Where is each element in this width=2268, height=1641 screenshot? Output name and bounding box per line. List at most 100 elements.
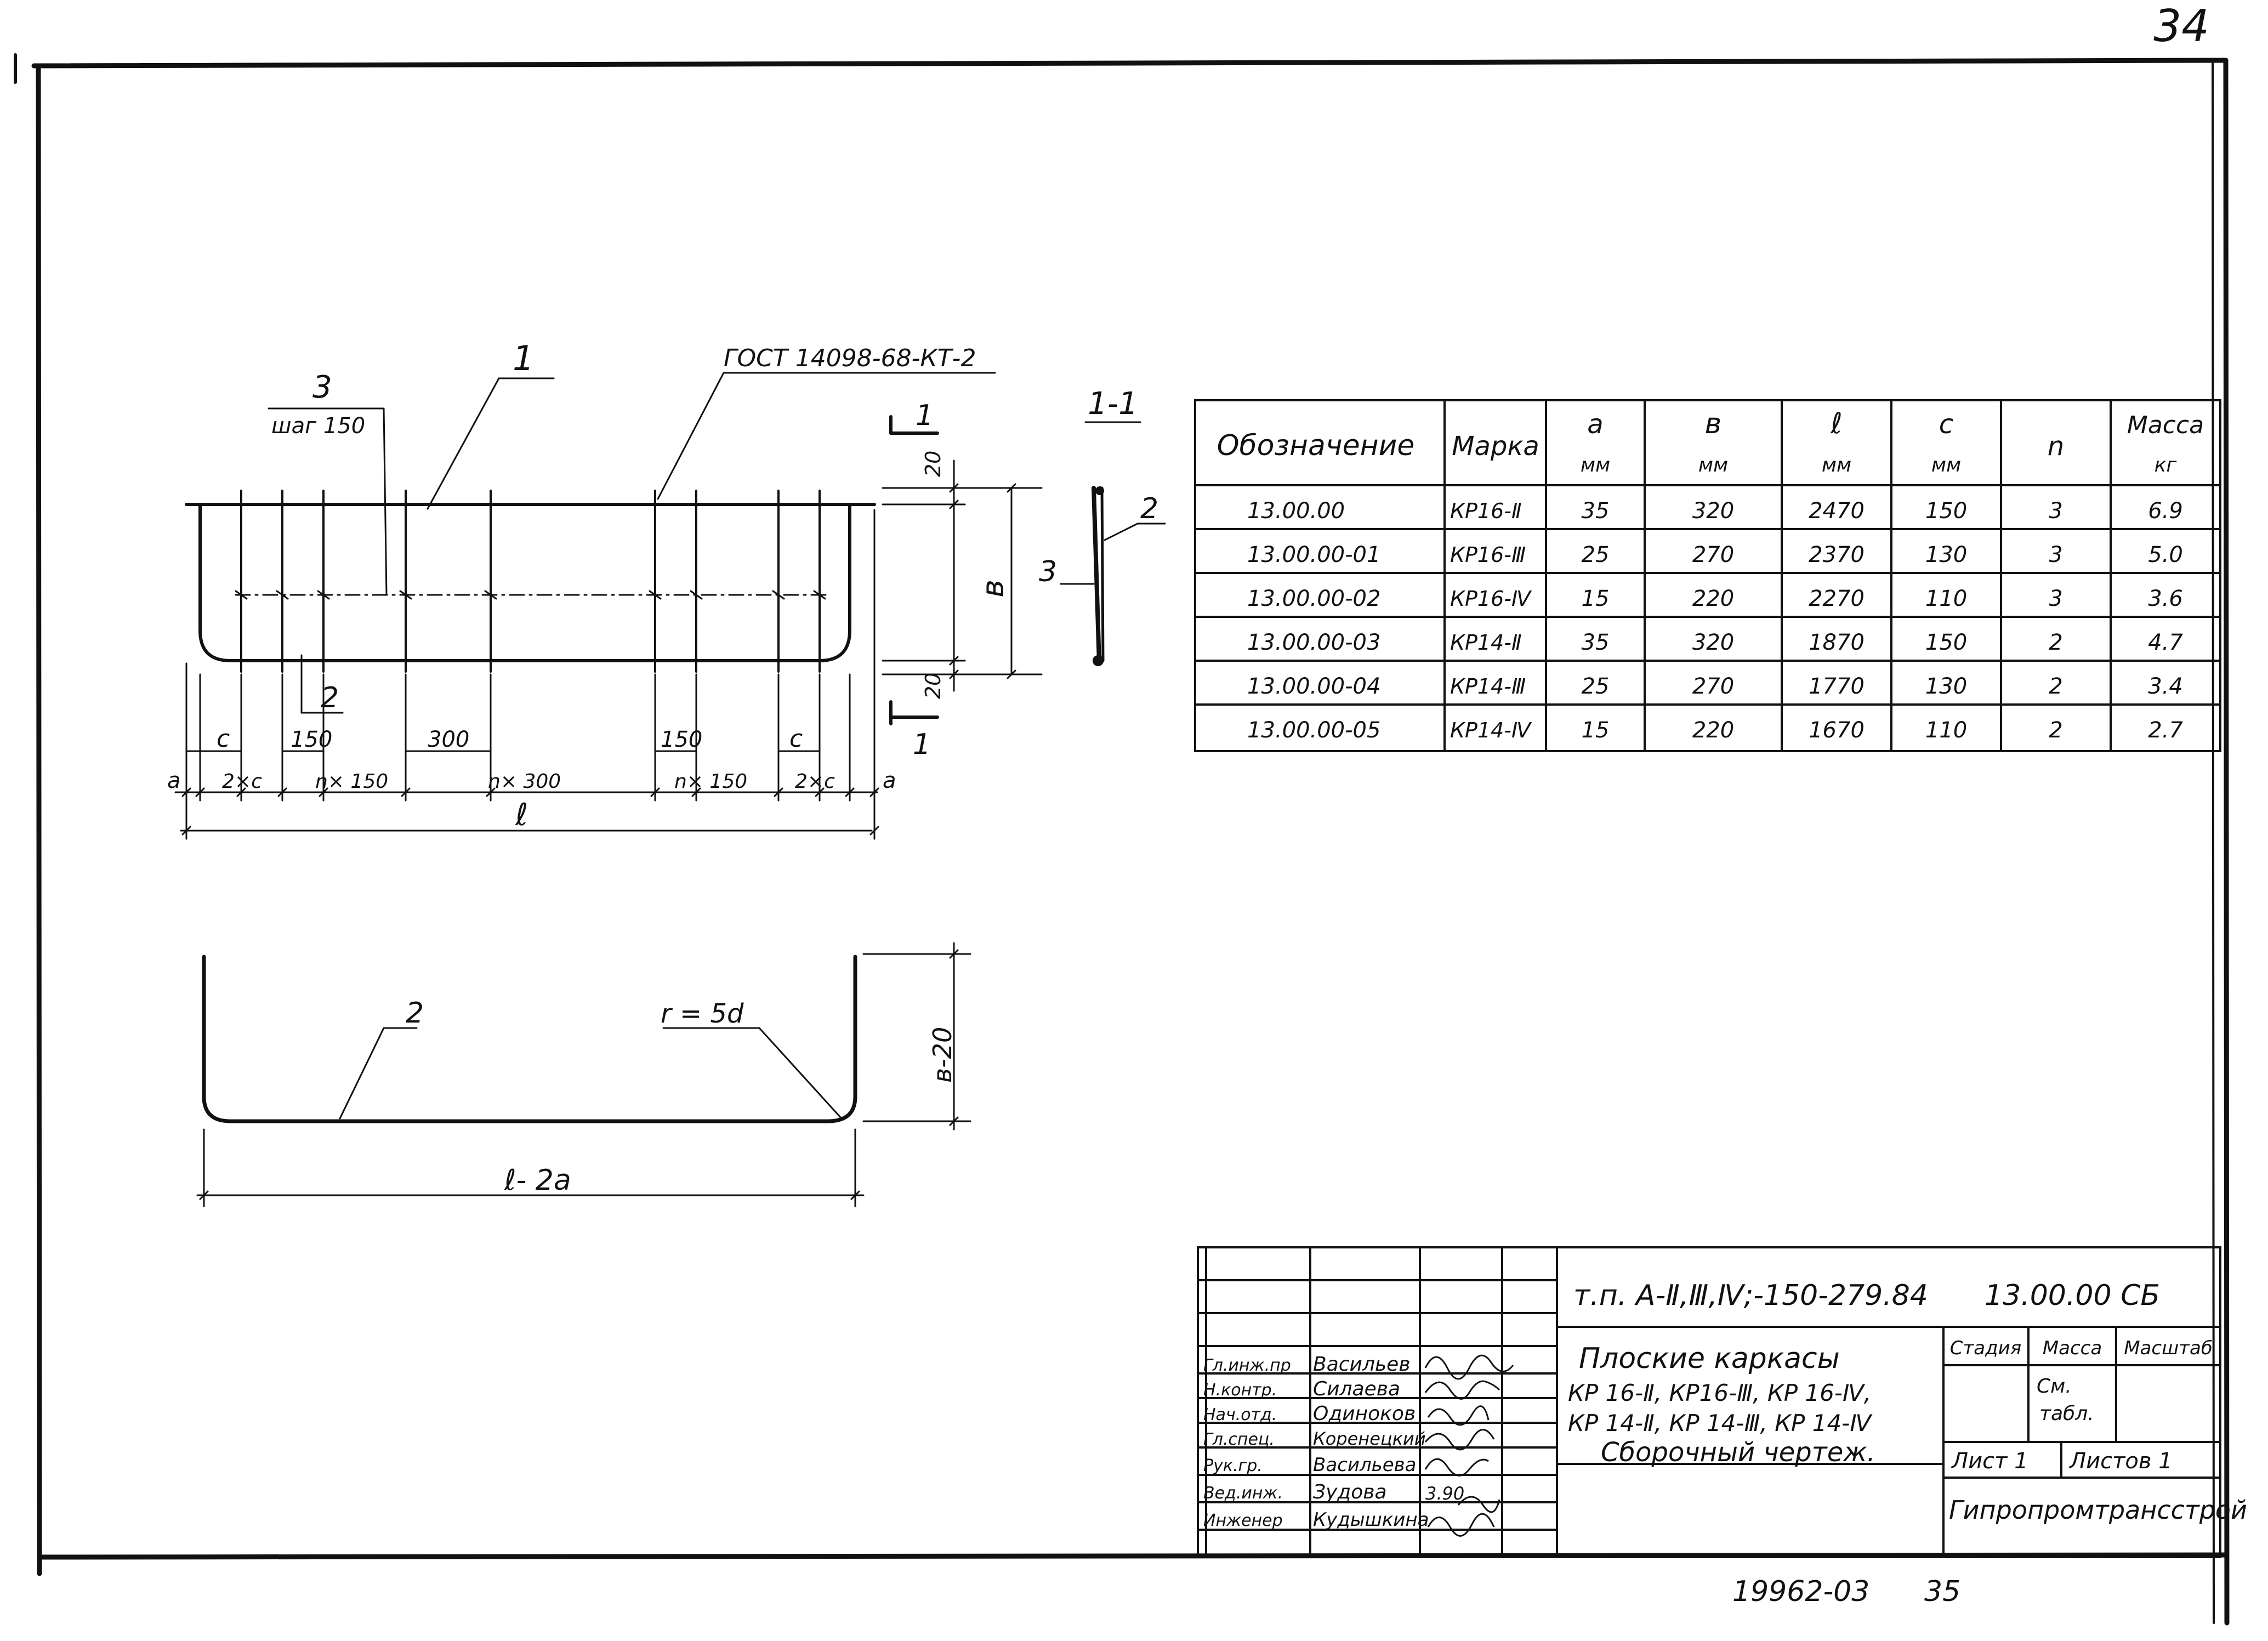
cell-designation: 13.00.00-05 — [1247, 718, 1380, 743]
cell-mark: КР16-Ⅲ — [1450, 543, 1526, 567]
leader-1-label: 1 — [513, 338, 534, 378]
section-mark-top: 1 — [916, 399, 934, 432]
signature-row: Рук.гр. Васильева — [1203, 1454, 1417, 1476]
mass-value-line-1: См. — [2037, 1375, 2072, 1398]
signature-name: Силаева — [1313, 1378, 1400, 1400]
signature-role: Инженер — [1203, 1511, 1283, 1530]
signature-row: Вед.инж. Зудова — [1203, 1481, 1387, 1503]
dim-l-minus-2a: ℓ- 2a — [504, 1164, 571, 1197]
signature-name: Кудышкина — [1313, 1509, 1429, 1531]
title-line-3: КР 14-Ⅱ, КР 14-Ⅲ, КР 14-Ⅳ — [1568, 1410, 1873, 1436]
leader-2-label: 2 — [321, 682, 339, 714]
table-row: 13.00.00-04 КР14-Ⅲ 25 270 1770 130 2 3.4 — [1247, 674, 2183, 699]
title-block-grid — [1197, 1246, 2221, 1558]
signature-row: Гл.инж.пр Васильев — [1203, 1353, 1411, 1376]
handwritten-signatures — [1424, 1354, 1514, 1537]
cell-b: 320 — [1692, 630, 1734, 655]
date-note: 3.90 — [1425, 1483, 1464, 1504]
signature-role: Вед.инж. — [1203, 1484, 1283, 1503]
cell-mass: 6.9 — [2148, 498, 2183, 524]
section-label-2: 2 — [1140, 492, 1158, 525]
signature-role: Гл.спец. — [1203, 1430, 1275, 1449]
cell-n: 3 — [2049, 542, 2062, 567]
cell-c: 110 — [1925, 718, 1967, 743]
header-marka: Марка — [1452, 431, 1539, 462]
header-n: n — [2048, 431, 2064, 462]
cell-mark: КР16-Ⅱ — [1450, 499, 1522, 523]
page-number: 34 — [2153, 1, 2209, 52]
cell-l: 1770 — [1809, 674, 1865, 699]
cell-designation: 13.00.00-04 — [1247, 674, 1380, 699]
signature-role: Гл.инж.пр — [1203, 1356, 1291, 1375]
signature-name: Васильев — [1313, 1353, 1411, 1376]
header-l: ℓ — [1830, 407, 1842, 440]
signature-name: Зудова — [1313, 1481, 1387, 1503]
archive-number: 19962-03 — [1732, 1575, 1869, 1608]
cell-c: 130 — [1925, 674, 1967, 699]
header-mass: Масса — [2127, 411, 2204, 439]
step-note: шаг 150 — [271, 413, 365, 439]
header-b-unit: мм — [1698, 454, 1728, 476]
dim-a-right: a — [883, 768, 896, 793]
dim-b: в — [975, 580, 1011, 598]
cell-b: 220 — [1692, 718, 1734, 743]
cell-c: 150 — [1925, 498, 1967, 524]
header-c: c — [1939, 409, 1953, 440]
header-b: в — [1705, 407, 1722, 440]
cell-n: 3 — [2049, 498, 2062, 524]
dim-2xc-left: 2×c — [222, 770, 262, 793]
cell-a: 35 — [1582, 630, 1610, 655]
dim-nx150-left: n× 150 — [315, 770, 388, 793]
cell-mark: КР14-Ⅲ — [1450, 674, 1526, 699]
dim-nx150-right: n× 150 — [674, 770, 747, 793]
sheet-label: Лист 1 — [1951, 1449, 2028, 1474]
bent-bar-detail — [196, 942, 971, 1207]
cell-a: 35 — [1582, 498, 1610, 524]
table-row: 13.00.00-02 КР16-Ⅳ 15 220 2270 110 3 3.6 — [1247, 586, 2183, 611]
title-line-4: Сборочный чертеж. — [1601, 1437, 1875, 1468]
cell-b: 270 — [1692, 674, 1734, 699]
dim-l: ℓ — [515, 797, 528, 833]
dim-nx300: n× 300 — [488, 770, 561, 793]
cell-l: 2470 — [1809, 498, 1865, 524]
cell-n: 2 — [2049, 630, 2062, 655]
cell-designation: 13.00.00-03 — [1247, 630, 1380, 655]
table-row: 13.00.00 КР16-Ⅱ 35 320 2470 150 3 6.9 — [1247, 498, 2183, 524]
elevation-dimensions — [174, 509, 879, 840]
gost-note: ГОСТ 14098-68-КТ-2 — [724, 344, 976, 372]
cell-designation: 13.00.00-02 — [1247, 586, 1380, 611]
signature-role: Н.контр. — [1203, 1381, 1277, 1400]
section-label-3: 3 — [1039, 555, 1057, 588]
section-mark-bottom: 1 — [913, 728, 931, 761]
dim-150-right: 150 — [661, 727, 702, 752]
section-title: 1-1 — [1088, 386, 1138, 422]
table-row: 13.00.00-03 КР14-Ⅱ 35 320 1870 150 2 4.7 — [1247, 630, 2183, 655]
cell-designation: 13.00.00 — [1247, 498, 1345, 524]
cell-a: 15 — [1582, 718, 1610, 743]
radius-note: r = 5d — [661, 998, 744, 1029]
scale-label: Масштаб — [2124, 1337, 2213, 1359]
mass-label: Масса — [2043, 1337, 2102, 1359]
cell-mass: 3.4 — [2148, 674, 2183, 699]
signature-role: Рук.гр. — [1203, 1456, 1263, 1475]
spec-table-grid — [1194, 399, 2221, 752]
cell-n: 2 — [2049, 718, 2062, 743]
title-line-2: КР 16-Ⅱ, КР16-Ⅲ, КР 16-Ⅳ, — [1568, 1379, 1871, 1406]
bottom-bar-label-2: 2 — [406, 997, 424, 1030]
cell-b: 320 — [1692, 498, 1734, 524]
signature-row: Гл.спец. Коренецкий — [1203, 1428, 1426, 1449]
table-row: 13.00.00-05 КР14-Ⅳ 15 220 1670 110 2 2.7 — [1247, 718, 2183, 743]
header-a: a — [1587, 409, 1603, 440]
cell-c: 130 — [1925, 542, 1967, 567]
cell-b: 220 — [1692, 586, 1734, 611]
table-row: 13.00.00-01 КР16-Ⅲ 25 270 2370 130 3 5.0 — [1247, 542, 2183, 567]
mass-value-line-2: табл. — [2039, 1402, 2094, 1425]
dim-300: 300 — [428, 727, 469, 752]
signature-name: Васильева — [1313, 1454, 1417, 1476]
spec-table-header: Обозначение Марка a мм в мм ℓ мм c мм n … — [1217, 407, 2204, 476]
cell-a: 25 — [1582, 542, 1610, 567]
cell-c: 110 — [1925, 586, 1967, 611]
header-l-unit: мм — [1822, 454, 1851, 476]
project-code: т.п. А-Ⅱ,Ⅲ,Ⅳ;-150-279.84 — [1573, 1279, 1928, 1312]
